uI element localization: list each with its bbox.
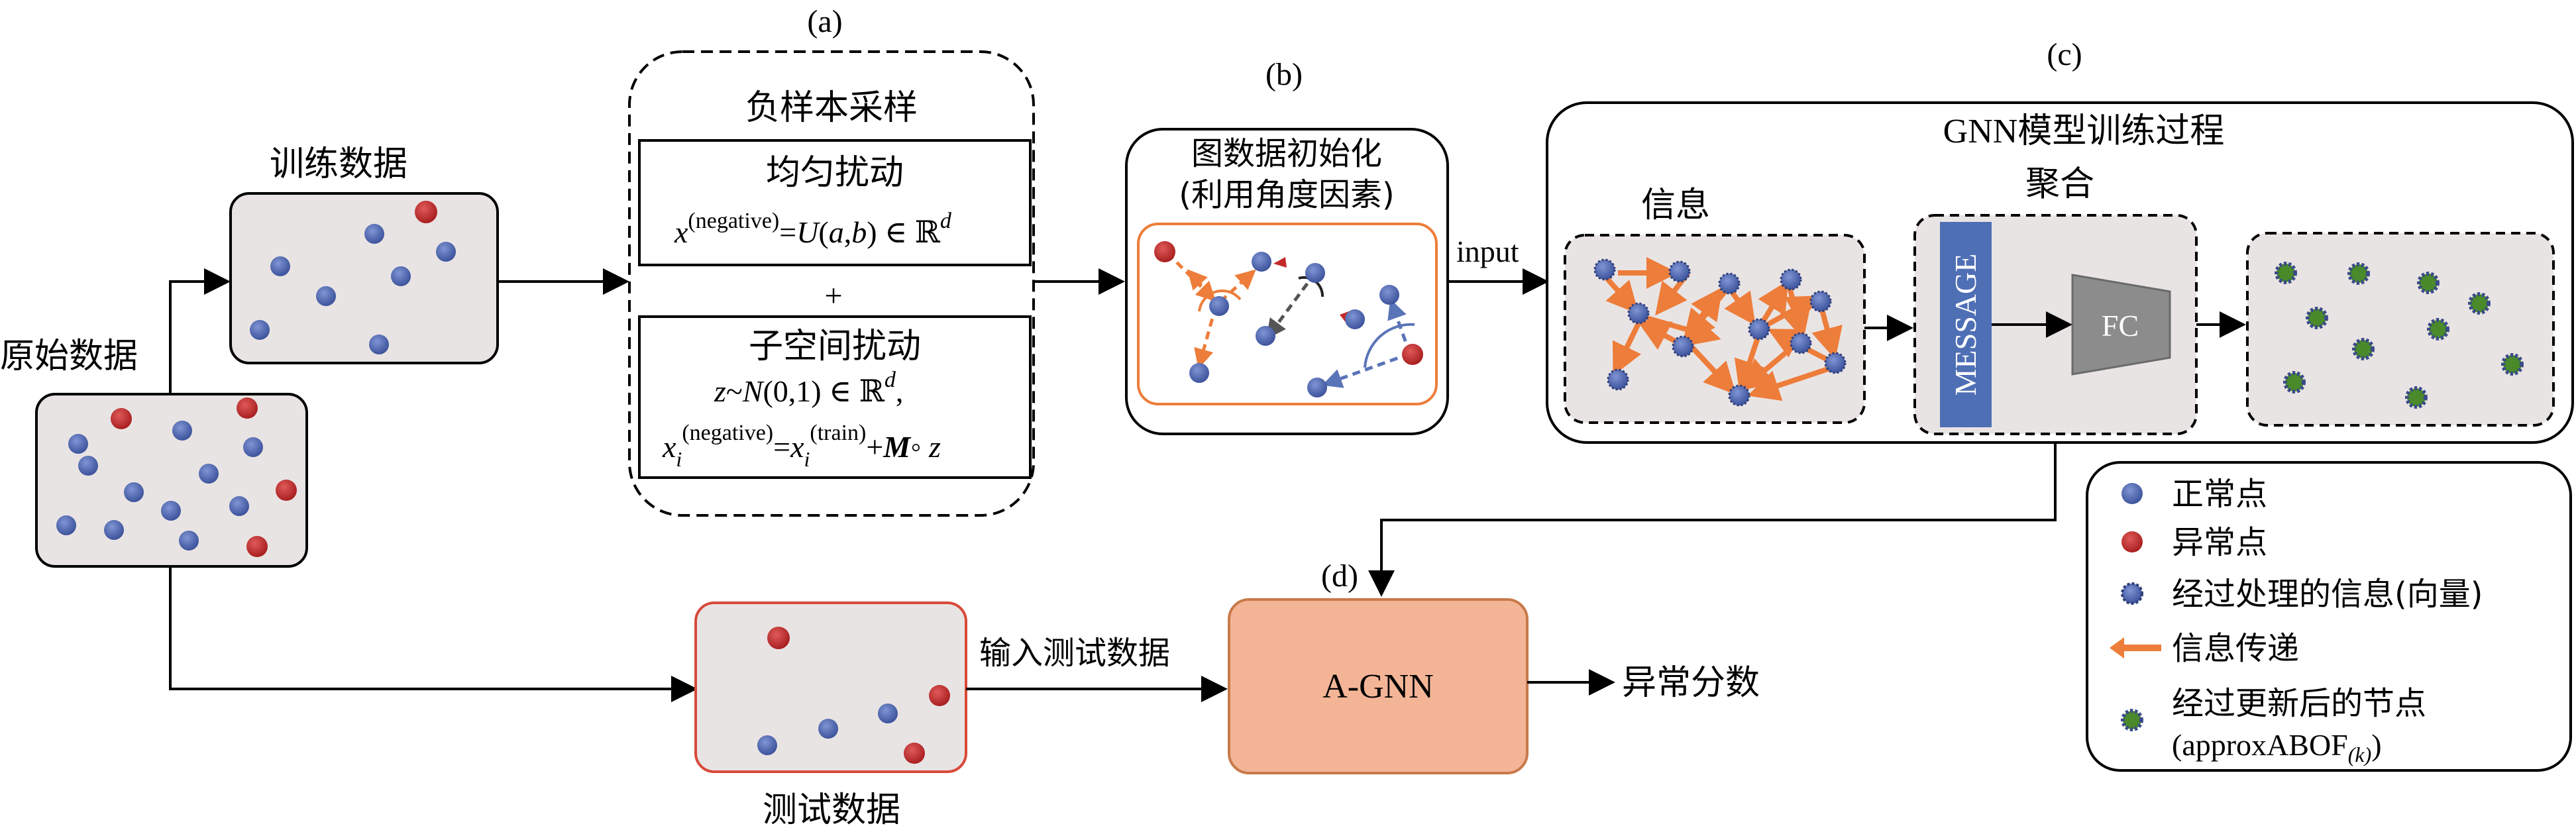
original-normal-point <box>229 496 249 516</box>
panel-b-tag: (b) <box>1265 57 1303 92</box>
original-normal-point <box>172 421 192 441</box>
message-block <box>1940 222 1992 427</box>
plus-sign: + <box>824 278 842 313</box>
original-normal-point <box>56 515 76 535</box>
subspace-perturbation-box <box>638 315 1032 479</box>
test-normal-point <box>878 704 898 723</box>
test-normal-point <box>757 735 777 755</box>
panel-a-title: 负样本采样 <box>745 88 918 128</box>
original-normal-point <box>104 520 124 540</box>
original-normal-point <box>243 437 263 457</box>
fc-layer <box>2071 274 2171 376</box>
train-anomaly-point <box>415 201 437 223</box>
anomaly-score-label: 异常分数 <box>1622 663 1760 703</box>
aggregate-label: 聚合 <box>2025 164 2094 204</box>
legend-box <box>2086 461 2572 772</box>
test-data-label: 测试数据 <box>763 790 900 830</box>
graph-anomaly-point <box>1402 344 1423 365</box>
original-normal-point <box>179 531 199 550</box>
panel-b-title-line1: 图数据初始化 <box>1191 135 1382 172</box>
blue-dot-icon <box>2121 483 2143 504</box>
graph-init-inner-box <box>1137 223 1438 405</box>
panel-b-title-line2: (利用角度因素) <box>1179 176 1394 213</box>
orange-arrow-icon <box>2110 637 2161 658</box>
info-label: 信息 <box>1641 185 1710 225</box>
train-normal-point <box>436 242 456 262</box>
panel-a-tag: (a) <box>807 4 842 39</box>
updated-nodes-box <box>2246 232 2555 427</box>
original-normal-point <box>78 456 98 476</box>
legend-item-anomaly: 异常点 <box>2172 524 2267 561</box>
green-dot-icon <box>2121 709 2143 731</box>
test-anomaly-point <box>767 627 790 649</box>
panel-d-tag: (d) <box>1321 558 1358 594</box>
train-normal-point <box>250 320 270 340</box>
train-data-box <box>229 192 499 364</box>
subspace-formula-line1: z~N(0,1) ∈ ℝd, <box>714 368 903 408</box>
updated-nodes-points <box>2275 262 2524 409</box>
agnn-model-label: A-GNN <box>1322 668 1434 705</box>
train-data-points <box>250 201 456 354</box>
graph-init-network <box>1154 241 1423 397</box>
legend-item-message-passing: 信息传递 <box>2172 630 2299 667</box>
uniform-perturbation-box <box>638 139 1032 266</box>
input-test-data-label: 输入测试数据 <box>979 635 1170 672</box>
legend-item-updated: 经过更新后的节点 <box>2172 685 2426 722</box>
test-data-points <box>757 627 950 764</box>
train-data-label: 训练数据 <box>270 144 407 184</box>
panel-c-tag: (c) <box>2047 37 2082 72</box>
original-anomaly-point <box>111 408 132 429</box>
train-normal-point <box>270 256 290 276</box>
original-normal-point <box>161 501 181 521</box>
original-normal-point <box>68 434 88 454</box>
original-data-box <box>35 393 308 568</box>
legend-item-updated-line2: (approxABOF(k)) <box>2172 728 2382 766</box>
train-normal-point <box>364 224 384 244</box>
train-normal-point <box>369 335 389 354</box>
train-normal-point <box>316 286 336 306</box>
original-normal-point <box>124 482 144 502</box>
message-passing-network <box>1593 257 1847 407</box>
panel-c-title: GNN模型训练过程 <box>1943 113 2225 150</box>
original-data-label: 原始数据 <box>0 337 138 376</box>
uniform-perturbation-title: 均匀扰动 <box>766 153 904 193</box>
agnn-model-box <box>1228 598 1529 774</box>
original-data-points <box>56 397 297 557</box>
test-anomaly-point <box>904 743 925 764</box>
arrow-original-to-test <box>169 566 698 702</box>
legend-item-normal: 正常点 <box>2172 476 2267 513</box>
red-dot-icon <box>2121 531 2143 552</box>
fc-label: FC <box>2102 309 2139 342</box>
original-anomaly-point <box>246 536 268 557</box>
original-anomaly-point <box>237 397 258 419</box>
legend-item-processed: 经过处理的信息(向量) <box>2172 576 2483 613</box>
test-data-box <box>694 601 967 773</box>
input-label: input <box>1456 235 1519 268</box>
original-anomaly-point <box>276 480 297 501</box>
message-label: MESSAGE <box>1949 254 1982 396</box>
panel-a-dashed-box <box>628 50 1035 517</box>
subspace-perturbation-title: 子空间扰动 <box>749 327 921 366</box>
arrow-original-to-train <box>169 268 231 394</box>
test-normal-point <box>818 719 838 739</box>
processed-dot-icon <box>2121 582 2143 605</box>
arrow-gnn-to-agnn <box>1368 443 2057 597</box>
graph-anomaly-point <box>1154 241 1175 262</box>
train-normal-point <box>391 266 411 286</box>
test-anomaly-point <box>929 685 950 706</box>
original-normal-point <box>199 464 219 484</box>
